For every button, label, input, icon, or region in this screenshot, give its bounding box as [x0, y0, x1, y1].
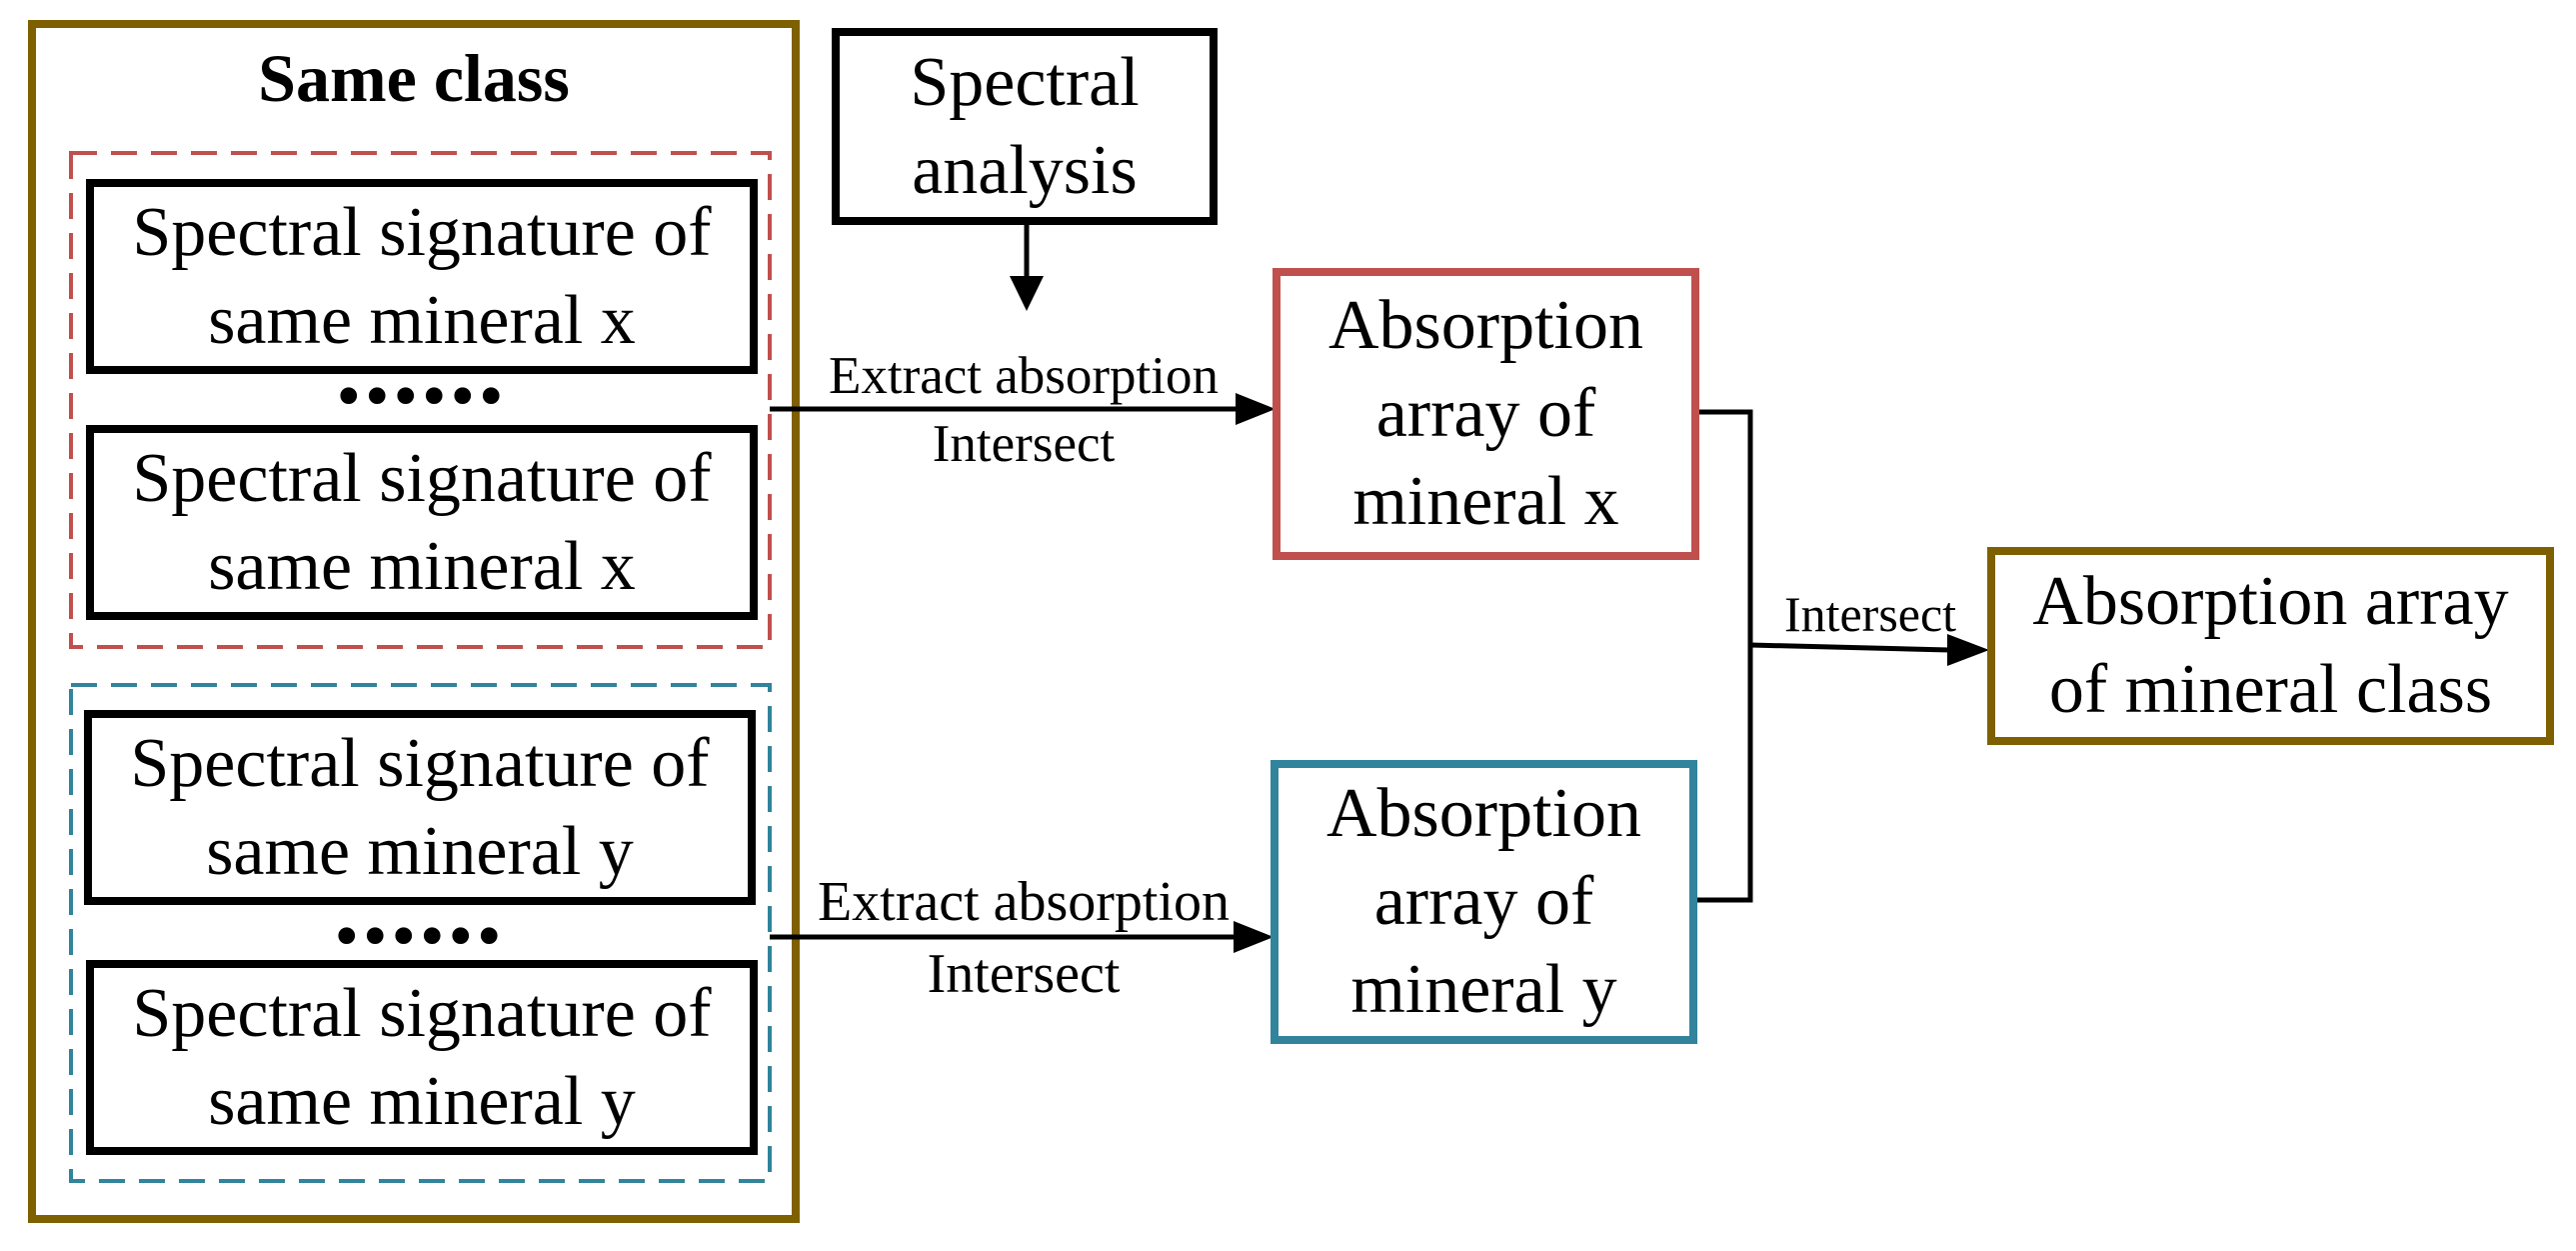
edge-label-x-extract: Extract absorption	[828, 347, 1220, 405]
extract-x-arrowhead	[1236, 393, 1276, 425]
signature-box-y-1-line1: Spectral signature of	[130, 724, 710, 802]
signature-box-y-2-line1: Spectral signature of	[132, 974, 712, 1052]
extract-y-arrowhead	[1234, 921, 1274, 953]
mineral-y-group-frame	[69, 683, 772, 1183]
mineral-x-group-frame	[69, 151, 772, 649]
absorption-y-line2: array of	[1373, 863, 1594, 940]
signature-box-y-2: Spectral signature of same mineral y	[86, 960, 758, 1155]
spectral-analysis-box: Spectral analysis	[832, 28, 1218, 225]
absorption-x-line1: Absorption	[1328, 287, 1643, 364]
merge-arrowhead	[1947, 634, 1989, 666]
edge-label-y-extract: Extract absorption	[817, 871, 1231, 933]
absorption-x-box: Absorption array of mineral x	[1273, 268, 1699, 560]
merge-arrow	[1749, 642, 1950, 653]
absorption-y-box: Absorption array of mineral y	[1271, 760, 1697, 1044]
signature-box-x-1: Spectral signature of same mineral x	[86, 179, 758, 374]
signature-box-x-2-line1: Spectral signature of	[132, 439, 712, 517]
absorption-class-line1: Absorption array	[2032, 563, 2509, 640]
signature-box-y-2-line2: same mineral y	[208, 1062, 636, 1140]
ellipsis-x: ••••••	[336, 358, 508, 435]
same-class-title: Same class	[258, 40, 570, 116]
absorption-class-line2: of mineral class	[2048, 651, 2493, 728]
signature-box-x-2: Spectral signature of same mineral x	[86, 425, 758, 620]
signature-box-x-1-line1: Spectral signature of	[132, 193, 712, 271]
signature-box-x-2-line2: same mineral x	[208, 527, 636, 605]
signature-box-x-1-line2: same mineral x	[208, 281, 636, 359]
spectral-analysis-line1: Spectral	[910, 43, 1140, 121]
absorption-class-box: Absorption array of mineral class	[1987, 547, 2554, 745]
absorption-x-line2: array of	[1375, 375, 1596, 452]
same-class-frame	[28, 20, 800, 1223]
absorption-y-line1: Absorption	[1326, 775, 1641, 852]
edge-label-y-intersect: Intersect	[927, 943, 1121, 1005]
ellipsis-y: ••••••	[334, 898, 506, 975]
spectral-analysis-line2: analysis	[912, 131, 1138, 209]
signature-box-y-1-line2: same mineral y	[206, 812, 634, 890]
absorption-x-line3: mineral x	[1352, 463, 1619, 540]
edge-label-x-intersect: Intersect	[932, 415, 1116, 473]
spectral-analysis-arrowhead	[1010, 276, 1044, 311]
edge-label-merge-intersect: Intersect	[1783, 586, 1957, 642]
signature-box-y-1: Spectral signature of same mineral y	[84, 710, 756, 905]
absorption-y-line3: mineral y	[1350, 951, 1617, 1028]
merge-connector	[1695, 409, 1753, 903]
